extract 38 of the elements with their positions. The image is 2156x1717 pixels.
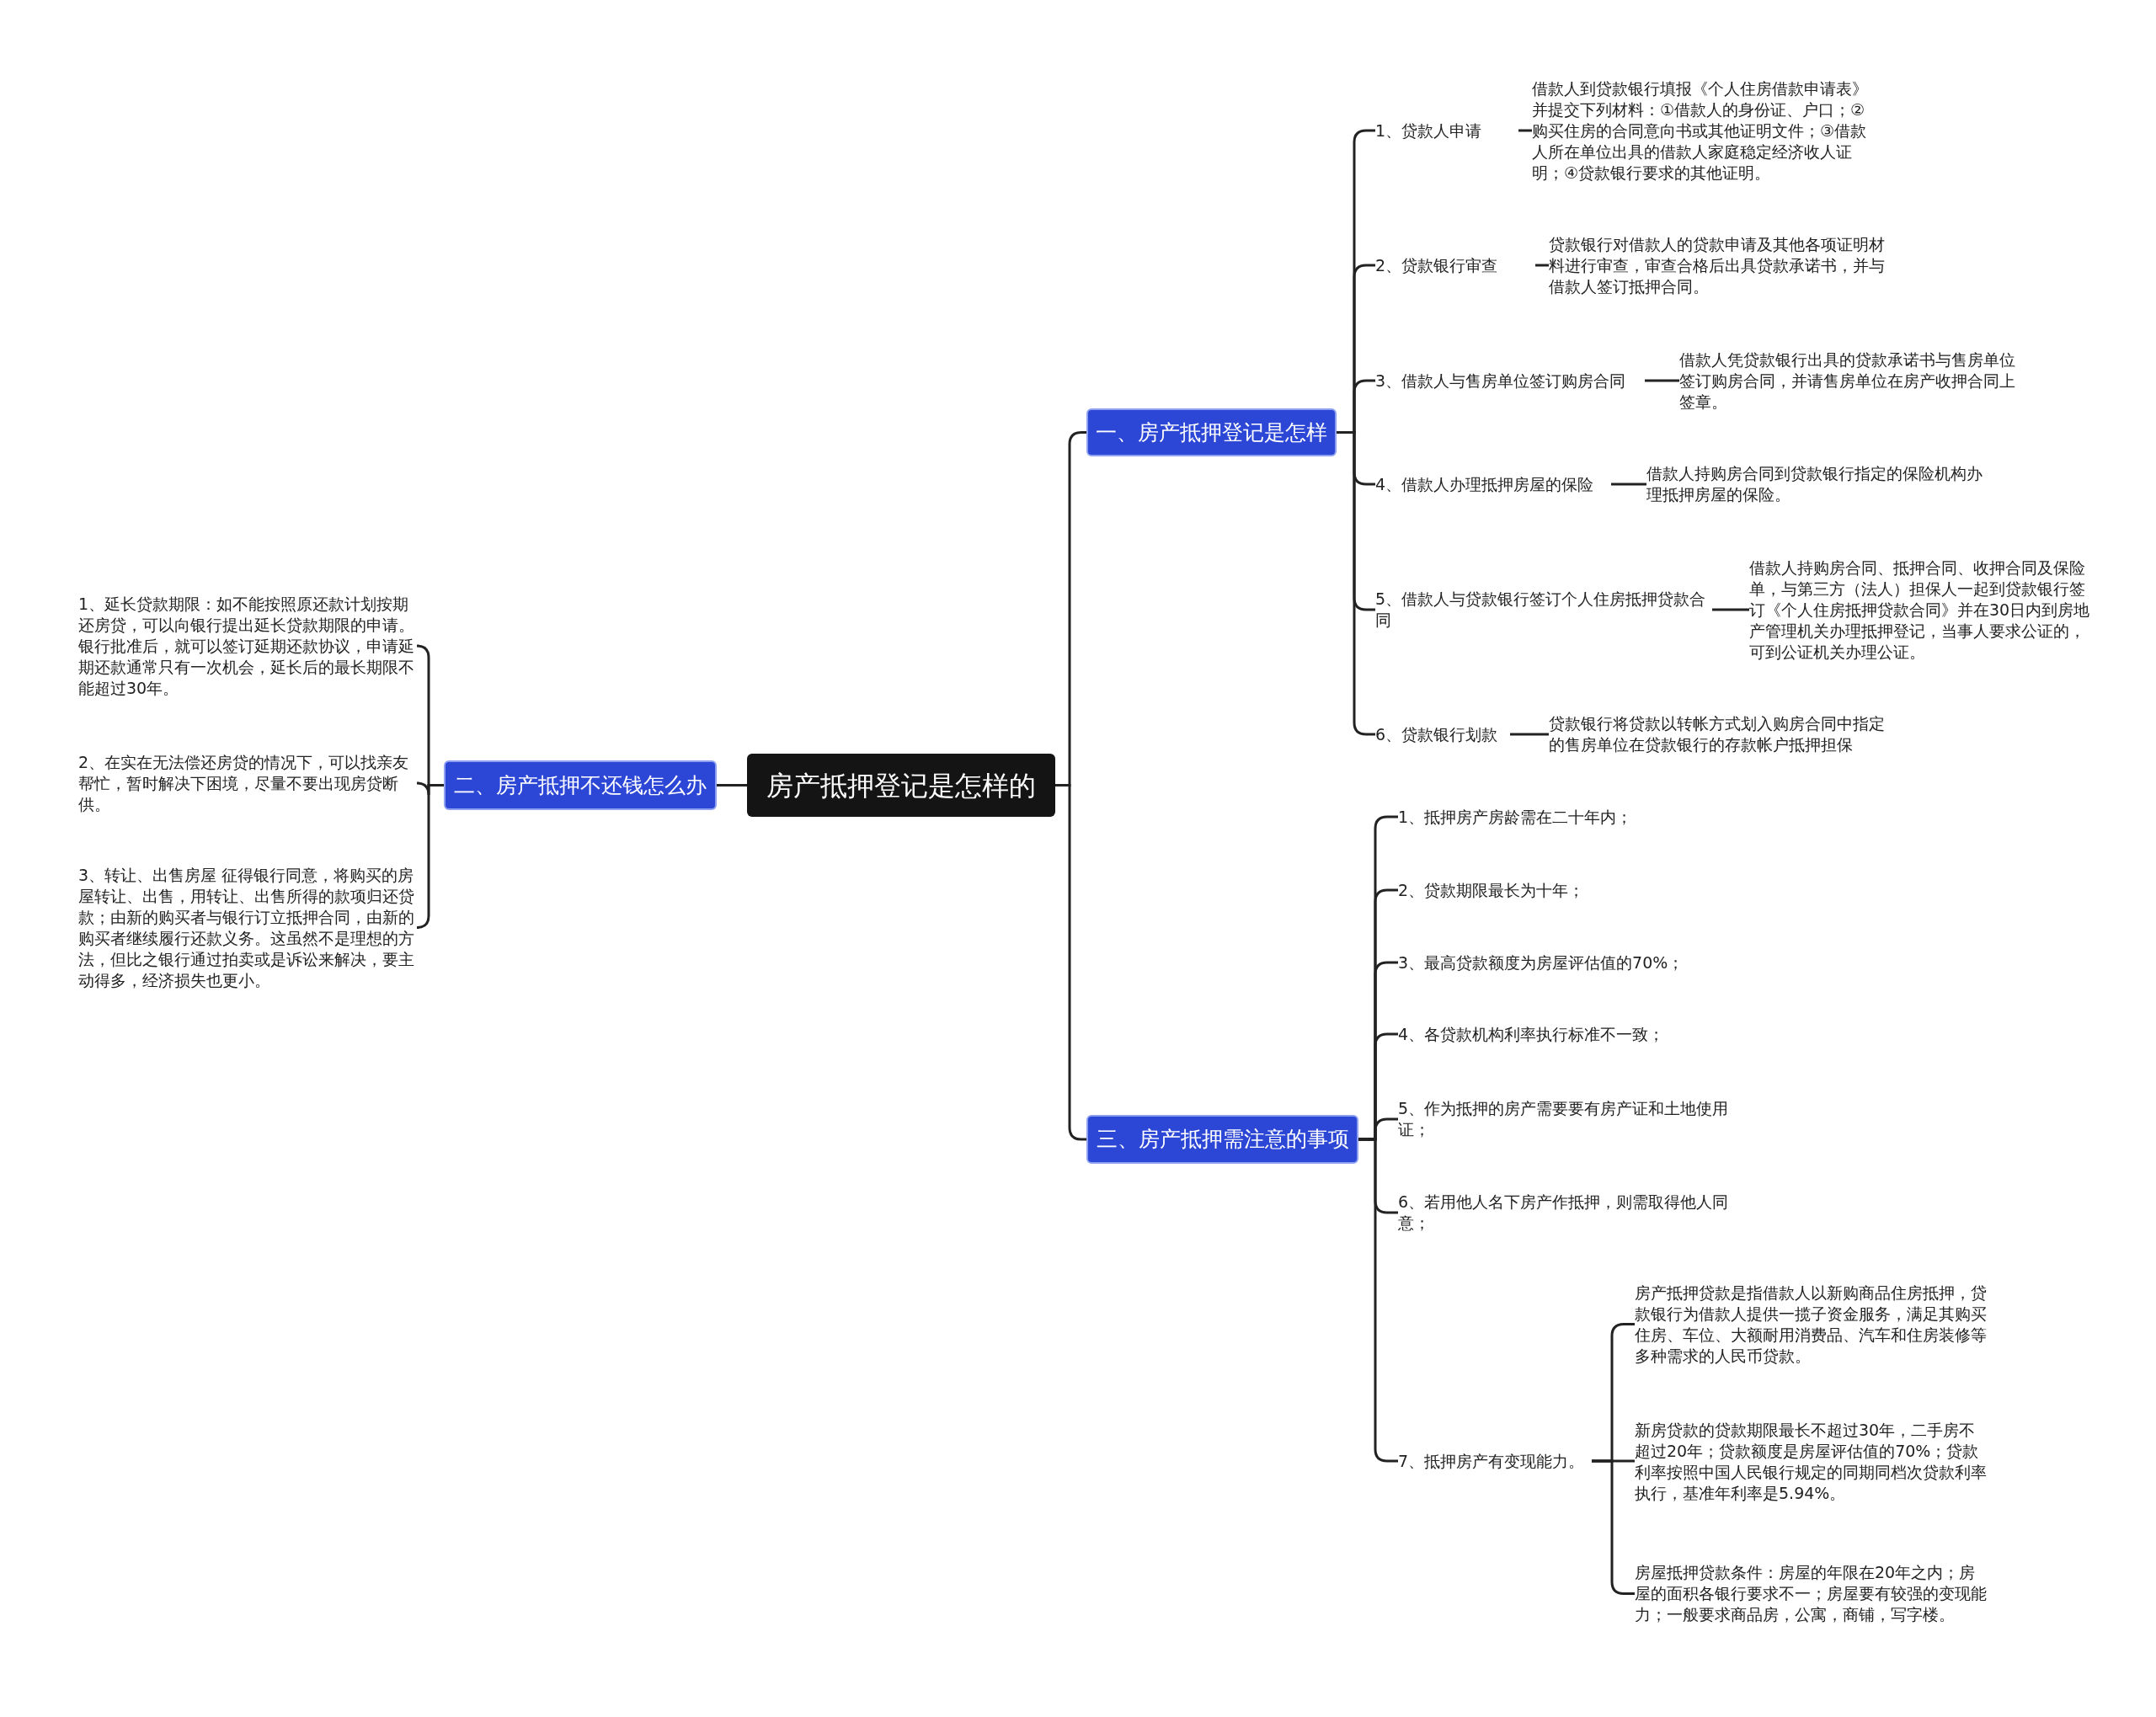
connector-line [717,784,747,787]
topic-text: 3、最高贷款额度为房屋评估值的70%； [1398,950,1752,975]
topic-text: 3、转让、出售房屋 征得银行同意，将购买的房屋转让、出售，用转让、出售所得的款项归还贷款；由新的购买者与银行订立抵押合同，由新的购买者继续履行还款义务。这虽然不是理想的方法，但比之银行通过拍卖或是诉讼来解决，要主动得多，经济损失也更小。 [78,862,419,993]
topic-text: 5、作为抵押的房产需要要有房产证和土地使用证； [1398,1096,1752,1142]
topic-text: 4、借款人办理抵押房屋的保险 [1375,472,1611,497]
topic-text: 7、抵押房产有变现能力。 [1398,1448,1592,1474]
root-topic: 房产抵押登记是怎样的 [747,754,1055,817]
connector-line [1645,379,1679,382]
connector-line [1518,129,1532,132]
topic-text: 房产抵押贷款是指借款人以新购商品住房抵押，贷款银行为借款人提供一揽子资金服务，满足其购买住房、车位、大额耐用消费品、汽车和住房装修等多种需求的人民币贷款。 [1635,1280,1988,1368]
connector-line [1055,784,1086,1141]
topic-text: 2、在实在无法偿还房贷的情况下，可以找亲友帮忙，暂时解决下困境，尽量不要出现房贷断供。 [78,749,419,817]
topic-text: 借款人凭贷款银行出具的贷款承诺书与售房单位签订购房合同，并请售房单位在房产收押合同上签章。 [1679,348,2016,413]
topic-text: 1、延长贷款期限：如不能按照原还款计划按期还房贷，可以向银行提出延长贷款期限的申请。银行批准后，就可以签订延期还款协议，申请延期还款通常只有一次机会，延长后的最长期限不能超过30年。 [78,591,419,701]
branch-topic: 二、房产抵押不还钱怎么办 [444,760,717,810]
topic-text: 借款人到贷款银行填报《个人住房借款申请表》并提交下列材料：①借款人的身份证、户口；②购买住房的合同意向书或其他证明文件；③借款人所在单位出具的借款人家庭稳定经济收人证明；④贷款银行要求的其他证明。 [1532,76,1877,185]
topic-text: 新房贷款的贷款期限最长不超过30年，二手房不超过20年；贷款额度是房屋评估值的70%；贷款利率按照中国人民银行规定的同期同档次贷款利率执行，基准年利率是5.94%。 [1635,1417,1988,1506]
topic-text: 2、贷款期限最长为十年； [1398,877,1752,903]
topic-text: 2、贷款银行审查 [1375,253,1535,278]
topic-text: 借款人持购房合同到贷款银行指定的保险机构办理抵押房屋的保险。 [1646,461,1983,507]
topic-text: 6、贷款银行划款 [1375,722,1510,747]
branch-topic: 三、房产抵押需注意的事项 [1086,1115,1358,1164]
topic-text: 5、借款人与贷款银行签订个人住房抵押贷款合同 [1375,587,1712,632]
connector-line [1712,608,1749,611]
topic-text: 借款人持购房合同、抵押合同、收押合同及保险单，与第三方（法人）担保人一起到贷款银行签订《个人住房抵押贷款合同》并在30日内到房地产管理机关办理抵押登记，当事人要求公证的，可到公证机关办理公证。 [1749,555,2095,664]
topic-text: 房屋抵押贷款条件：房屋的年限在20年之内；房屋的面积各银行要求不一；房屋要有较强的变现能力；一般要求商品房，公寓，商铺，写字楼。 [1635,1549,1988,1638]
topic-text: 4、各贷款机构利率执行标准不一致； [1398,1021,1752,1047]
connector-line [415,784,444,929]
branch-topic: 一、房产抵押登记是怎样 [1086,408,1337,456]
topic-text: 1、抵押房产房龄需在二十年内； [1398,804,1752,829]
connector-line [1535,264,1549,267]
topic-text: 贷款银行将贷款以转帐方式划入购房合同中指定的售房单位在贷款银行的存款帐户抵押担保 [1549,712,1886,757]
topic-text: 6、若用他人名下房产作抵押，则需取得他人同意； [1398,1190,1752,1235]
topic-text: 3、借款人与售房单位签订购房合同 [1375,368,1645,393]
connector-line [1611,483,1646,486]
topic-text: 1、贷款人申请 [1375,118,1518,143]
topic-text: 贷款银行对借款人的贷款申请及其他各项证明材料进行审查，审查合格后出具贷款承诺书，并与借款人签订抵押合同。 [1549,232,1886,298]
connector-line [1510,733,1549,736]
